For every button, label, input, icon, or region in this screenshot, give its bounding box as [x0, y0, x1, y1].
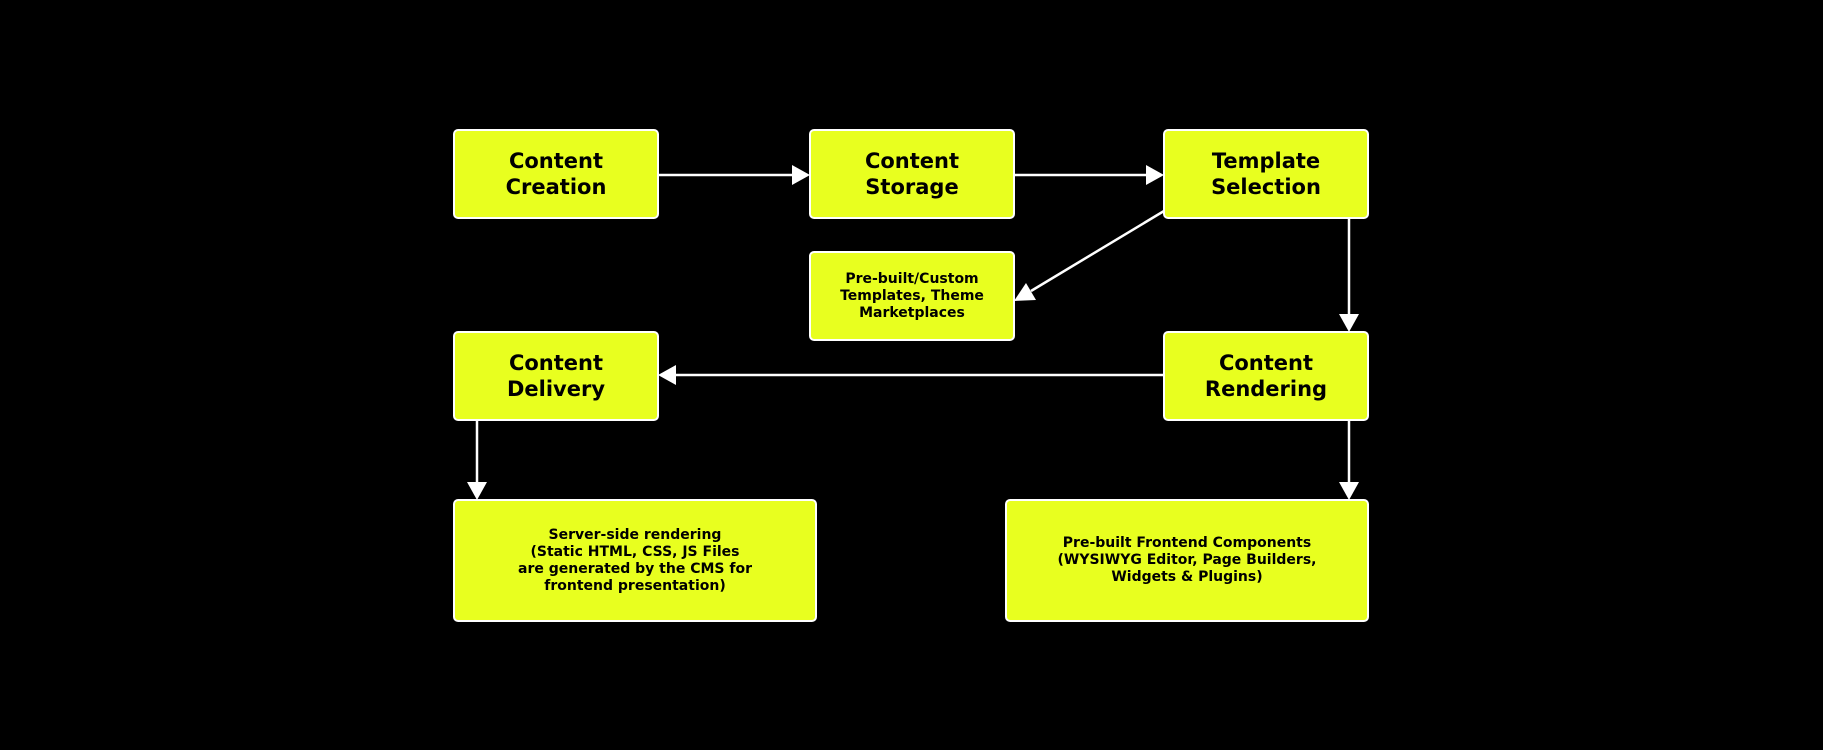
edge-delivery-to-server-side-rendering [467, 420, 487, 500]
node-content-creation: Content Creation [453, 129, 659, 219]
node-template-selection: Template Selection [1163, 129, 1369, 219]
node-content-rendering: Content Rendering [1163, 331, 1369, 421]
edge-creation-to-storage [658, 165, 810, 185]
edge-template-selection-to-rendering [1339, 218, 1359, 332]
node-content-storage: Content Storage [809, 129, 1015, 219]
edge-storage-to-template-selection [1014, 165, 1164, 185]
edge-template-selection-to-templates [1014, 209, 1165, 301]
edge-rendering-to-frontend-components [1339, 420, 1359, 500]
node-frontend-components: Pre-built Frontend Components (WYSIWYG E… [1005, 499, 1369, 622]
node-templates-marketplaces: Pre-built/Custom Templates, Theme Market… [809, 251, 1015, 341]
edge-rendering-to-delivery [658, 365, 1164, 385]
node-content-delivery: Content Delivery [453, 331, 659, 421]
node-server-side-rendering: Server-side rendering (Static HTML, CSS,… [453, 499, 817, 622]
